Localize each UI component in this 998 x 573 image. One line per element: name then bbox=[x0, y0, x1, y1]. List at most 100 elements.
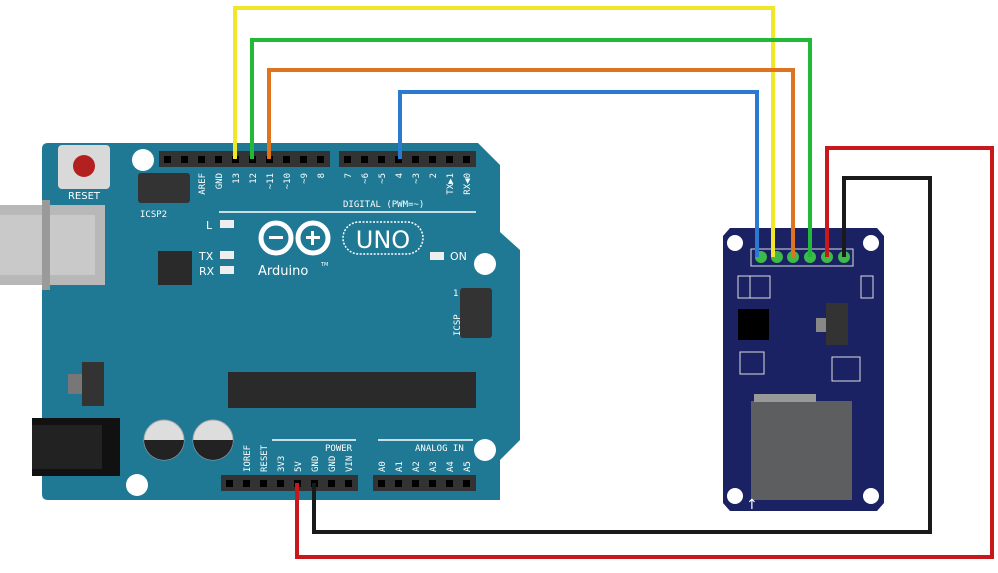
pin-label: 2 bbox=[429, 173, 439, 178]
header-pin[interactable] bbox=[277, 480, 284, 487]
wire-yellow-pin13[interactable] bbox=[233, 6, 775, 257]
header-pin[interactable] bbox=[181, 156, 188, 163]
pin-label: RX◀0 bbox=[463, 173, 473, 195]
header-pin[interactable] bbox=[429, 480, 436, 487]
header-pin[interactable] bbox=[243, 480, 250, 487]
wire-green-pin12[interactable] bbox=[250, 38, 812, 257]
wire-orange-pin11[interactable] bbox=[267, 68, 795, 257]
header-pin[interactable] bbox=[463, 480, 470, 487]
header-pin[interactable] bbox=[232, 156, 239, 163]
led-l bbox=[220, 220, 234, 228]
orientation-arrow: ↑ bbox=[746, 497, 758, 513]
led-l-label: L bbox=[206, 219, 213, 232]
sd-card-module: ↑ bbox=[723, 228, 884, 513]
pin-label: A1 bbox=[395, 461, 405, 472]
wire-black-gnd[interactable] bbox=[312, 176, 932, 534]
header-pin[interactable] bbox=[463, 156, 470, 163]
header-pin[interactable] bbox=[378, 480, 385, 487]
pin-label: ~3 bbox=[412, 173, 422, 184]
header-pin[interactable] bbox=[345, 480, 352, 487]
pin-label: 7 bbox=[344, 173, 354, 178]
header-pin[interactable] bbox=[328, 480, 335, 487]
header-pin[interactable] bbox=[429, 156, 436, 163]
header-pin[interactable] bbox=[446, 480, 453, 487]
usb-chip bbox=[158, 251, 192, 285]
buffer-chip bbox=[738, 309, 769, 340]
pin-label: IOREF bbox=[243, 445, 253, 472]
power-jack-inner bbox=[32, 425, 102, 469]
header-pin[interactable] bbox=[395, 156, 402, 163]
header-pin[interactable] bbox=[412, 480, 419, 487]
icsp-label: ICSP bbox=[453, 314, 463, 336]
smd-component bbox=[739, 351, 765, 375]
regulator-chip bbox=[826, 303, 848, 345]
header-pin[interactable] bbox=[260, 480, 267, 487]
led-on bbox=[430, 252, 444, 260]
pin-label: 3V3 bbox=[277, 456, 287, 472]
header-pin[interactable] bbox=[317, 156, 324, 163]
pin-label: ~9 bbox=[300, 173, 310, 184]
pin-label: ~5 bbox=[378, 173, 388, 184]
header-pin[interactable] bbox=[378, 156, 385, 163]
mounting-hole bbox=[863, 488, 879, 504]
usb-connector-edge bbox=[42, 200, 50, 290]
microsd-contacts bbox=[754, 394, 816, 402]
pin-label: A4 bbox=[446, 461, 456, 472]
header-pin[interactable] bbox=[361, 156, 368, 163]
regulator-tab bbox=[816, 318, 826, 332]
header-pin[interactable] bbox=[249, 156, 256, 163]
header-pin[interactable] bbox=[226, 480, 233, 487]
mounting-hole bbox=[727, 488, 743, 504]
brand-label: Arduino bbox=[258, 264, 308, 279]
voltage-regulator bbox=[82, 362, 104, 406]
pin-label: 5V bbox=[294, 461, 304, 472]
smd-component bbox=[860, 275, 874, 299]
pin-label: GND bbox=[311, 456, 321, 472]
analog-header bbox=[373, 475, 476, 491]
icsp2-header bbox=[138, 173, 190, 203]
smd-component bbox=[749, 275, 771, 299]
header-pin[interactable] bbox=[446, 156, 453, 163]
pin-label: RESET bbox=[260, 444, 270, 472]
reset-label: RESET bbox=[68, 191, 101, 202]
header-pin[interactable] bbox=[395, 480, 402, 487]
wire-blue-pin4[interactable] bbox=[398, 90, 759, 257]
header-pin[interactable] bbox=[300, 156, 307, 163]
icsp-header bbox=[460, 288, 492, 338]
sd-header-outline bbox=[750, 248, 854, 267]
header-pin[interactable] bbox=[412, 156, 419, 163]
pin-label: ~6 bbox=[361, 173, 371, 184]
icsp-pin1-label: 1 bbox=[453, 289, 458, 299]
mounting-hole bbox=[474, 439, 496, 461]
icsp2-label: ICSP2 bbox=[140, 210, 167, 220]
power-label: POWER bbox=[325, 444, 353, 454]
header-pin[interactable] bbox=[164, 156, 171, 163]
led-on-label: ON bbox=[450, 250, 467, 263]
digital-header-2 bbox=[339, 151, 476, 167]
pin-label: VIN bbox=[345, 456, 355, 472]
pin-label: GND bbox=[328, 456, 338, 472]
header-pin[interactable] bbox=[198, 156, 205, 163]
header-pin[interactable] bbox=[215, 156, 222, 163]
voltage-regulator-tab bbox=[68, 374, 82, 394]
arduino-pcb bbox=[42, 143, 520, 500]
microsd-slot bbox=[751, 401, 852, 500]
header-pin[interactable] bbox=[344, 156, 351, 163]
led-tx-label: TX bbox=[198, 250, 214, 263]
header-pin[interactable] bbox=[283, 156, 290, 163]
pin-label: 13 bbox=[232, 173, 242, 184]
model-label: UNO bbox=[356, 226, 410, 254]
capacitor-band bbox=[193, 440, 233, 460]
mounting-hole bbox=[727, 235, 743, 251]
wire-red-5v[interactable] bbox=[295, 146, 994, 559]
reset-button-cap[interactable] bbox=[73, 155, 95, 177]
mounting-hole bbox=[126, 474, 148, 496]
digital-label: DIGITAL (PWM=~) bbox=[343, 200, 424, 210]
pin-label: 8 bbox=[317, 173, 327, 178]
header-pin[interactable] bbox=[266, 156, 273, 163]
pin-label: A0 bbox=[378, 461, 388, 472]
trademark-label: TM bbox=[320, 262, 328, 268]
led-tx bbox=[220, 251, 234, 259]
